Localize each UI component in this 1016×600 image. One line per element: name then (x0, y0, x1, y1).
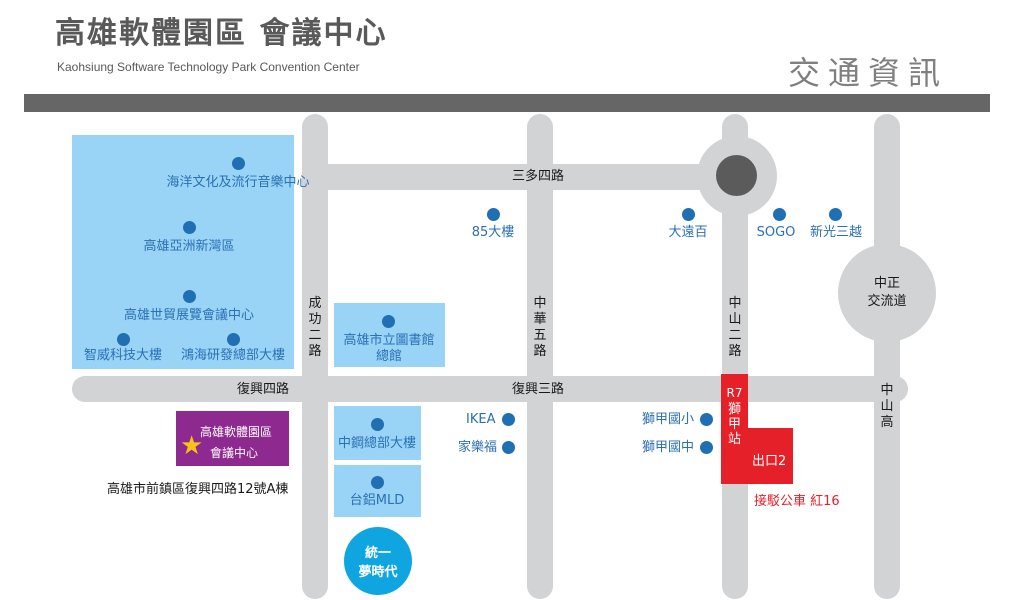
shuttle-bus-info: 接駁公車 紅16 (754, 494, 840, 509)
zhongzheng-interchange: 中正 交流道 (838, 244, 936, 342)
dream-mall-label-2: 夢時代 (358, 565, 398, 580)
landmark-shinkong: 新光三越 (809, 225, 863, 240)
landmark-exhibition: 高雄世貿展覽會議中心 (123, 308, 255, 323)
road-zhongshan-hwy (874, 114, 900, 599)
roundabout-center (716, 155, 757, 196)
location-dot-icon (227, 333, 240, 346)
page-title: 高雄軟體園區 會議中心 (55, 16, 388, 51)
road-label-chenggong: 成功二路 (307, 296, 323, 360)
location-dot-icon (382, 315, 395, 328)
landmark-foxconn: 鴻海研發總部大樓 (180, 348, 286, 363)
mrt-exit-label: 出口2 (752, 454, 787, 469)
landmark-shijia-junior: 獅甲國中 (642, 440, 695, 455)
location-dot-icon (183, 290, 196, 303)
mrt-station-marker: R7 獅甲站 (721, 374, 748, 484)
mrt-exit-marker: 出口2 (748, 428, 793, 484)
location-dot-icon (371, 418, 384, 431)
location-dot-icon (682, 208, 695, 221)
location-dot-icon (487, 208, 500, 221)
location-dot-icon (700, 413, 713, 426)
landmark-csc-hq: 中鋼總部大樓 (337, 436, 417, 451)
landmark-carrefour: 家樂福 (458, 440, 498, 455)
road-label-zhonghua: 中華五路 (532, 296, 548, 360)
landmark-library: 高雄市立圖書館總館 (343, 333, 435, 364)
landmark-85-tower: 85大樓 (471, 225, 515, 240)
dream-mall-label-1: 統一 (364, 546, 391, 561)
landmark-ikea: IKEA (466, 412, 496, 427)
road-label-sanduo: 三多四路 (512, 169, 565, 184)
interchange-label-1: 中正 (873, 276, 900, 291)
mrt-station-code: R7 (726, 386, 743, 400)
venue-name-1: 高雄軟體園區 (200, 425, 273, 439)
page-subtitle: Kaohsiung Software Technology Park Conve… (57, 60, 360, 74)
venue-marker: 高雄軟體園區 會議中心 (176, 411, 289, 466)
location-dot-icon (117, 333, 130, 346)
landmark-dayuan: 大遠百 (668, 225, 708, 240)
location-dot-icon (829, 208, 842, 221)
landmark-asia-new-bay: 高雄亞洲新灣區 (143, 239, 235, 254)
road-label-zhongshan-hwy: 中山高 (879, 383, 895, 431)
star-icon: ★ (180, 431, 204, 461)
location-dot-icon (773, 208, 786, 221)
venue-name-2: 會議中心 (210, 446, 259, 460)
dream-mall-marker: 統一 夢時代 (344, 527, 412, 595)
location-dot-icon (502, 413, 515, 426)
mrt-station-name: 獅甲站 (727, 402, 741, 447)
location-dot-icon (502, 441, 515, 454)
location-dot-icon (700, 441, 713, 454)
venue-address: 高雄市前鎮區復興四路12號A棟 (107, 482, 289, 497)
section-title: 交通資訊 (788, 54, 949, 92)
landmark-mld: 台鋁MLD (349, 493, 405, 508)
landmark-sogo: SOGO (756, 225, 796, 240)
road-label-fuxing4: 復興四路 (237, 382, 290, 397)
landmark-wistron: 智威科技大樓 (83, 348, 163, 363)
header-bar (24, 94, 990, 112)
location-dot-icon (371, 476, 384, 489)
landmark-shijia-elementary: 獅甲國小 (642, 412, 695, 427)
interchange-label-2: 交流道 (867, 294, 907, 309)
location-dot-icon (183, 221, 196, 234)
road-fuxing (72, 376, 908, 402)
landmark-marine-music: 海洋文化及流行音樂中心 (166, 175, 310, 190)
road-label-fuxing3: 復興三路 (512, 382, 565, 397)
csc-zone (334, 406, 421, 460)
road-label-zhongshan: 中山二路 (727, 296, 743, 360)
location-dot-icon (232, 157, 245, 170)
mld-zone (334, 465, 421, 517)
library-zone (334, 303, 445, 367)
harbor-zone (72, 135, 294, 369)
